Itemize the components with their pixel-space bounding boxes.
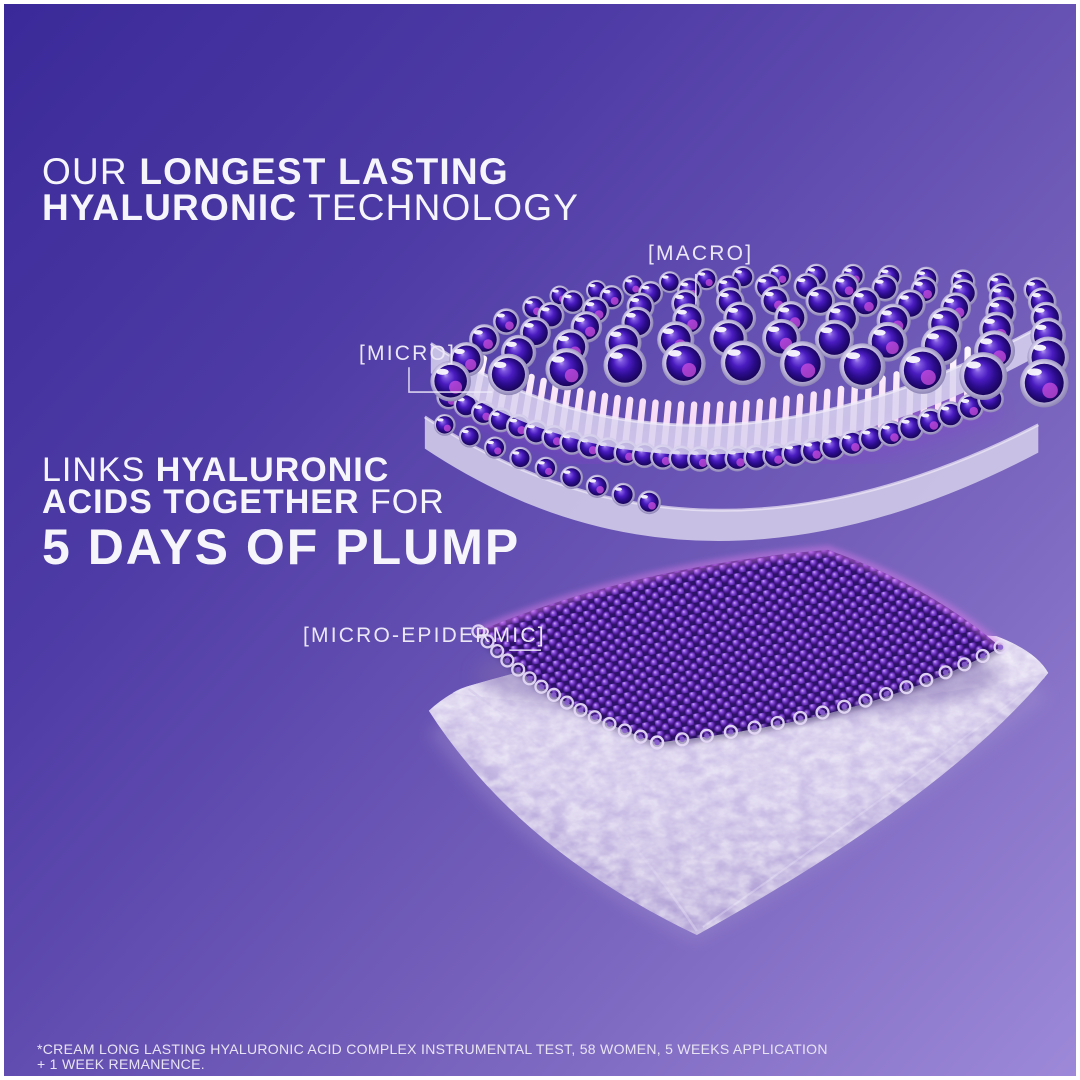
disclaimer-fine-print: *CREAM LONG LASTING HYALURONIC ACID COMP…	[37, 1042, 828, 1072]
claim-line1-bold: HYALURONIC	[155, 451, 390, 489]
claim-line1-light: LINKS	[42, 451, 156, 489]
disclaimer-line1: *CREAM LONG LASTING HYALURONIC ACID COMP…	[37, 1041, 828, 1057]
headline-line2-bold: HYALURONIC	[42, 187, 298, 228]
claim-line2-bold: ACIDS TOGETHER	[42, 483, 360, 521]
micro-epidermic-mesh	[471, 545, 1008, 750]
page-title: OUR LONGEST LASTING HYALURONIC TECHNOLOG…	[42, 151, 580, 228]
headline-line1-bold: LONGEST LASTING	[139, 151, 509, 192]
label-micro: [MICRO]	[359, 342, 457, 365]
macro-bead-layer	[430, 263, 1070, 408]
claim-line2-light: FOR	[359, 483, 445, 521]
claim-text: LINKS HYALURONIC ACIDS TOGETHER FOR 5 DA…	[42, 451, 521, 575]
mesh-edge-loops	[471, 624, 1008, 750]
disclaimer-line2: + 1 WEEK REMANENCE.	[37, 1056, 205, 1072]
claim-5-days-of-plump: 5 DAYS OF PLUMP	[42, 519, 521, 575]
headline-line1-light: OUR	[42, 151, 140, 192]
label-micro-epidermic: [MICRO-EPIDERMIC]	[303, 624, 546, 647]
molecular-layers-illustration	[408, 263, 1070, 942]
headline-line2-light: TECHNOLOGY	[297, 187, 580, 228]
label-connectors	[408, 273, 697, 651]
micro-connector-line	[408, 367, 493, 393]
label-macro: [MACRO]	[648, 242, 754, 265]
translucent-sheet-lower	[424, 415, 1039, 542]
